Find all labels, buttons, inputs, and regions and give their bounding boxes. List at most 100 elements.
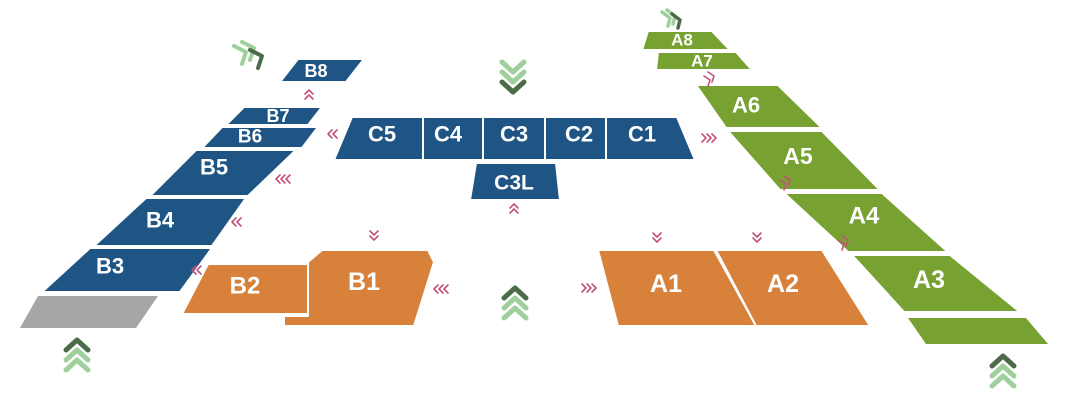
zone-c1[interactable]: C1	[605, 116, 696, 161]
flow-arrow-a4-to-a3	[837, 235, 849, 251]
zone-a8-label: A8	[671, 31, 693, 50]
zone-c4[interactable]: C4	[422, 116, 484, 161]
zone-a-lower-strip	[908, 318, 1048, 344]
double-chevron-icon	[660, 8, 682, 30]
double-chevron-icon	[989, 353, 1017, 389]
double-chevron-icon	[231, 217, 242, 227]
zone-a8[interactable]: A8	[641, 30, 731, 51]
zone-c3l[interactable]: C3L	[469, 162, 561, 201]
zone-a6-shape	[695, 84, 823, 129]
zone-b8[interactable]: B8	[279, 58, 365, 83]
zone-c5-label: C5	[368, 122, 396, 147]
zone-b2-label: B2	[230, 273, 261, 300]
zone-c2-label: C2	[565, 122, 593, 147]
zone-a6-label: A6	[732, 93, 760, 118]
double-chevron-icon	[501, 285, 529, 321]
flow-arrow-c3l-bottom	[509, 203, 519, 214]
flow-arrow-b1-top	[369, 230, 379, 241]
zone-c1-label: C1	[628, 122, 656, 147]
double-chevron-icon	[509, 203, 519, 214]
flow-arrow-c1-to-a6	[701, 133, 717, 143]
zone-b7[interactable]: B7	[225, 106, 323, 126]
zone-b6[interactable]: B6	[201, 126, 319, 149]
zone-b1-label: B1	[348, 268, 380, 296]
flow-arrow-b5	[275, 174, 291, 184]
zone-b3-shape	[41, 247, 213, 293]
double-chevron-icon	[701, 133, 717, 143]
flow-arrow-b4	[231, 217, 242, 227]
zone-c2[interactable]: C2	[544, 116, 607, 161]
entry-arrow-top-right	[660, 8, 682, 30]
entry-arrow-bottom-right	[989, 353, 1017, 389]
double-chevron-icon	[581, 283, 597, 293]
zone-a2-label: A2	[767, 270, 799, 298]
double-chevron-icon	[232, 40, 264, 70]
zone-b3[interactable]: B3	[41, 247, 213, 293]
flow-arrow-a5-to-a4	[779, 175, 791, 191]
zone-c3-label: C3	[500, 122, 528, 147]
zone-b4[interactable]: B4	[93, 197, 247, 247]
zone-a2-shape	[715, 249, 871, 327]
zone-a7[interactable]: A7	[655, 51, 753, 71]
double-chevron-icon	[433, 284, 449, 294]
zone-a1-label: A1	[650, 270, 682, 298]
zone-c3[interactable]: C3	[482, 116, 546, 161]
zone-a5-shape	[727, 130, 881, 191]
double-chevron-icon	[703, 71, 715, 87]
zone-b2[interactable]: B2	[181, 263, 309, 315]
zone-a5[interactable]: A5	[727, 130, 881, 191]
zone-b8-label: B8	[304, 61, 327, 81]
double-chevron-icon	[304, 89, 314, 100]
double-chevron-icon	[837, 235, 849, 251]
zone-a7-label: A7	[691, 52, 713, 71]
zone-c3l-label: C3L	[494, 172, 534, 195]
flow-arrow-a1-top	[652, 232, 662, 243]
zone-b7-label: B7	[266, 106, 289, 126]
zone-b7-shape	[225, 106, 323, 126]
zone-b1-shape	[283, 249, 435, 327]
zone-b3-label: B3	[96, 254, 124, 279]
zone-b1[interactable]: B1	[283, 249, 435, 327]
zone-b4-shape	[93, 197, 247, 247]
flow-arrow-a7-to-a6	[703, 71, 715, 87]
zone-a6[interactable]: A6	[695, 84, 823, 129]
zone-a3-label: A3	[913, 266, 945, 294]
zone-a8-shape	[641, 30, 731, 51]
flow-arrow-b2-to-b3	[191, 265, 202, 275]
zone-b5[interactable]: B5	[149, 149, 297, 197]
entry-arrow-bottom-center	[501, 285, 529, 321]
zone-b6-label: B6	[238, 127, 262, 148]
zone-b-lower-strip	[20, 296, 158, 328]
zone-a4[interactable]: A4	[783, 192, 949, 253]
entry-arrow-bottom-left	[63, 337, 91, 373]
zone-c1-shape	[605, 116, 696, 161]
zone-a5-label: A5	[783, 143, 813, 169]
double-chevron-icon	[191, 265, 202, 275]
double-chevron-icon	[369, 230, 379, 241]
zone-a7-shape	[655, 51, 753, 71]
double-chevron-icon	[63, 337, 91, 373]
double-chevron-icon	[275, 174, 291, 184]
zone-b4-label: B4	[146, 208, 175, 233]
zone-c5[interactable]: C5	[333, 116, 424, 161]
entry-arrow-top-left	[232, 40, 264, 70]
flow-arrow-b1-a1-center	[581, 283, 597, 293]
flow-arrow-b1-to-b2	[433, 284, 449, 294]
flow-arrow-b8-bottom	[304, 89, 314, 100]
zone-c4-label: C4	[434, 122, 463, 147]
flow-arrow-c5-to-b6	[327, 129, 338, 139]
zone-a3-shape	[851, 254, 1021, 313]
double-chevron-icon	[499, 59, 527, 95]
zone-b5-shape	[149, 149, 297, 197]
zone-b8-shape	[279, 58, 365, 83]
entry-arrow-top-center	[499, 59, 527, 95]
zone-c3l-shape	[469, 162, 561, 201]
double-chevron-icon	[652, 232, 662, 243]
double-chevron-icon	[779, 175, 791, 191]
flow-arrow-a2-top	[752, 232, 762, 243]
zone-b5-label: B5	[200, 155, 228, 180]
zone-a3[interactable]: A3	[851, 254, 1021, 313]
zone-a2[interactable]: A2	[715, 249, 871, 327]
zone-a4-shape	[783, 192, 949, 253]
